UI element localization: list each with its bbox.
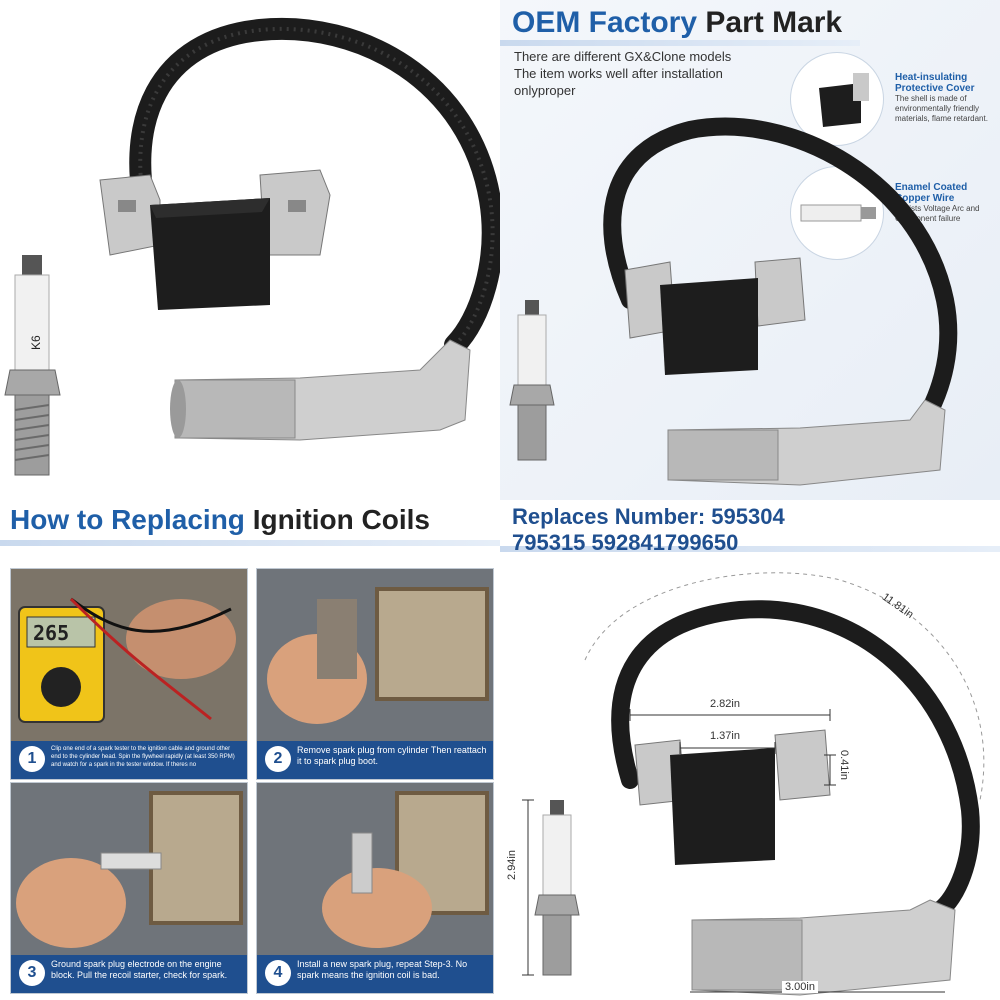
meter-reading: 265 [33, 621, 70, 645]
dim-height-small: 0.41in [838, 750, 850, 780]
step-photo [11, 783, 247, 955]
ignition-coil-photo [509, 117, 958, 486]
callout-wire: Enamel Coated Copper Wire Resists Voltag… [895, 182, 980, 223]
step-photo [257, 783, 493, 955]
svg-text:K6: K6 [29, 335, 43, 350]
step-card-2: 2 Remove spark plug from cylinder Then r… [256, 568, 494, 780]
step-photo [11, 569, 247, 741]
step-card-1: 265 1 Clip one end of a spark tester to … [10, 568, 248, 780]
panel-title: How to Replacing Ignition Coils [10, 504, 430, 535]
dim-width-outer: 2.82in [710, 698, 740, 710]
step-bar: 3 Ground spark plug electrode on the eng… [11, 955, 247, 993]
step-photo [257, 569, 493, 741]
step-card-4: 4 Install a new spark plug, repeat Step-… [256, 782, 494, 994]
step-bar: 4 Install a new spark plug, repeat Step-… [257, 955, 493, 993]
oem-part-mark-panel: OEM Factory Part Mark There are differen… [500, 0, 1000, 500]
step-bar: 1 Clip one end of a spark tester to the … [11, 741, 247, 779]
description: There are different GX&Clone models The … [514, 49, 732, 98]
ignition-coil-photo: K6 [4, 18, 500, 476]
step-bar: 2 Remove spark plug from cylinder Then r… [257, 741, 493, 779]
dimensions-panel: Replaces Number: 595304 795315 592841799… [500, 500, 1000, 1000]
dim-width-inner: 1.37in [710, 730, 740, 742]
panel-title: Replaces Number: 595304 795315 592841799… [512, 504, 785, 555]
how-to-replace-panel: How to Replacing Ignition Coils 265 1 Cl… [0, 500, 500, 1000]
product-photo-panel: K6 [0, 0, 500, 500]
dim-plug-height: 2.94in [506, 850, 518, 880]
panel-title: OEM Factory Part Mark [512, 6, 843, 39]
dimension-diagram [522, 572, 985, 996]
step-card-3: 3 Ground spark plug electrode on the eng… [10, 782, 248, 994]
dim-bottom: 3.00in [782, 981, 818, 993]
cover-callout-circle [790, 52, 884, 146]
callout-cover: Heat-insulating Protective Cover The she… [895, 72, 988, 123]
